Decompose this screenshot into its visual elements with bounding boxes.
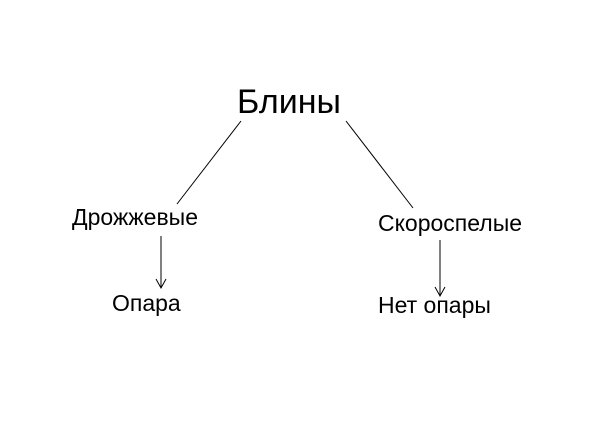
edge-root-to-left <box>176 120 242 205</box>
node-right-quick: Скороспелые <box>378 210 523 236</box>
arrow-right-head <box>434 286 446 298</box>
node-right-child: Нет опары <box>378 292 491 318</box>
node-root: Блины <box>237 83 341 121</box>
node-left-child: Опара <box>112 290 181 316</box>
node-left-yeast: Дрожжевые <box>72 204 199 230</box>
edge-root-to-right <box>345 120 414 209</box>
arrow-left-head <box>155 278 167 290</box>
